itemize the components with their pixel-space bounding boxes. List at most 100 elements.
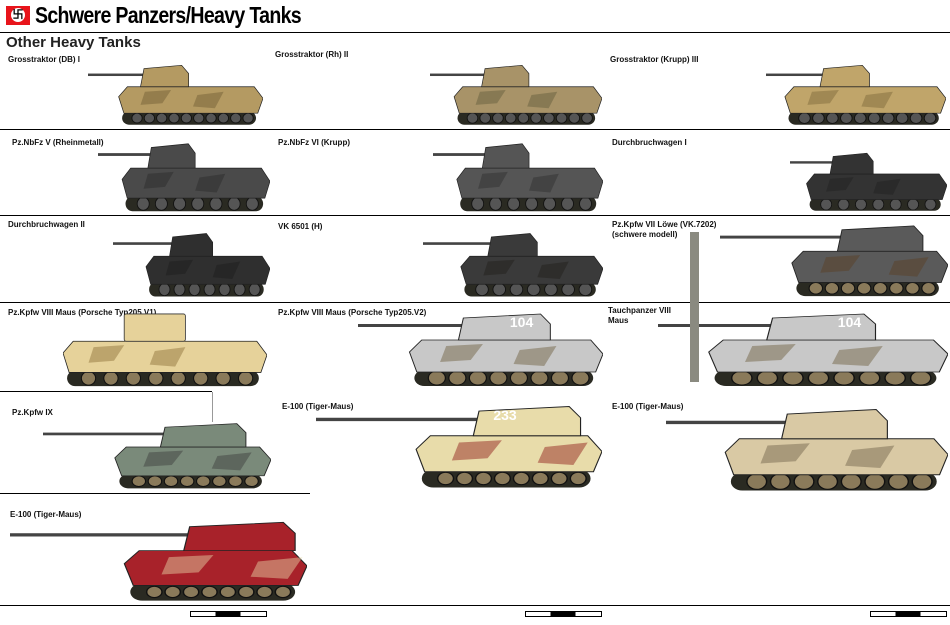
snorkel [690, 232, 699, 382]
road-wheel [561, 282, 575, 297]
tank-marking: 104 [837, 314, 862, 330]
road-wheel [826, 112, 839, 124]
road-wheel [131, 475, 147, 487]
turret [183, 521, 296, 552]
gun [358, 324, 465, 327]
hull [708, 339, 948, 373]
tank-name-line2: (schwere modell) [612, 230, 678, 239]
road-wheel [479, 112, 491, 124]
road-wheel [840, 282, 856, 295]
road-wheel [475, 282, 489, 297]
tank-name: Pz.Kpfw IX [12, 408, 53, 417]
tank-label: Grosstraktor (Krupp) III [610, 55, 698, 65]
turret [457, 313, 551, 341]
road-wheel [191, 196, 205, 211]
road-wheel [173, 282, 186, 297]
tank-label: Grosstraktor (DB) I [8, 55, 80, 65]
road-wheel [195, 475, 211, 487]
road-wheel [840, 473, 862, 490]
road-wheel [550, 370, 570, 386]
road-wheel [793, 473, 815, 490]
gun [790, 161, 834, 164]
hull [408, 339, 603, 373]
tank-illustration [666, 405, 948, 495]
road-wheel [193, 112, 205, 124]
road-wheel [512, 471, 530, 486]
tank-name: Pz.Kpfw VII Löwe (VK.7202) [612, 220, 717, 229]
gun [766, 73, 825, 77]
turret [481, 143, 530, 169]
road-wheel [242, 112, 254, 124]
tank-illustration [10, 518, 307, 605]
road-wheel [905, 282, 920, 295]
hull [123, 550, 307, 586]
road-wheel [769, 473, 791, 490]
road-wheel [158, 282, 171, 297]
camo [745, 344, 796, 362]
hull [114, 446, 271, 477]
road-wheel [103, 370, 119, 386]
gun [430, 73, 486, 77]
tank-name: E-100 (Tiger-Maus) [10, 510, 82, 519]
road-wheel [131, 112, 143, 124]
hull [118, 86, 263, 114]
tank-illustration [433, 140, 603, 215]
road-wheel [550, 471, 568, 486]
road-wheel [544, 282, 558, 297]
road-wheel [248, 282, 261, 297]
camo [820, 255, 861, 273]
hull [63, 340, 267, 373]
tank-illustration [63, 312, 267, 390]
tank-label: E-100 (Tiger-Maus) [10, 510, 81, 520]
turret [819, 64, 870, 88]
road-wheel [907, 198, 919, 211]
tank-label: E-100 (Tiger-Maus) [612, 402, 683, 412]
road-wheel [561, 196, 574, 211]
tank-illustration [88, 62, 263, 128]
tank-label: E-100 (Tiger-Maus) [282, 402, 353, 412]
gun [423, 242, 493, 245]
camo [478, 171, 508, 189]
road-wheel [228, 475, 243, 487]
camo [143, 450, 184, 467]
road-wheel [245, 196, 259, 211]
road-wheel [219, 585, 237, 599]
turret [780, 409, 888, 440]
road-wheel [509, 282, 524, 297]
gun [113, 242, 174, 245]
road-wheel [889, 198, 902, 211]
road-wheel [911, 473, 933, 490]
hull [460, 255, 603, 285]
road-wheel [782, 370, 804, 386]
road-wheel [817, 473, 839, 490]
camo [143, 171, 174, 189]
gun [658, 324, 774, 327]
road-wheel [833, 370, 855, 386]
road-wheel [526, 282, 541, 297]
tank-name: E-100 (Tiger-Maus) [612, 402, 684, 411]
road-wheel [808, 282, 824, 295]
tank-label: VK 6501 (H) [278, 222, 322, 232]
camo [826, 177, 854, 192]
gun [433, 153, 487, 156]
camo [140, 90, 172, 105]
tank-name: Grosstraktor (DB) I [8, 55, 81, 64]
tank-name: Grosstraktor (Krupp) III [610, 55, 699, 64]
tank-illustration [113, 230, 270, 300]
road-wheel [274, 585, 292, 599]
gun [10, 533, 192, 537]
road-wheel [164, 585, 182, 599]
road-wheel [531, 471, 549, 486]
hull [121, 167, 270, 199]
camo [451, 440, 502, 461]
turret [159, 423, 247, 448]
gun [43, 432, 167, 436]
road-wheel [493, 471, 512, 486]
hull [415, 435, 602, 473]
tank-name: Pz.Kpfw VIII Maus (Porsche Typ205.V1) [8, 308, 157, 317]
road-wheel [820, 198, 833, 211]
road-wheel [840, 112, 853, 124]
road-wheel [209, 196, 223, 211]
road-wheel [244, 475, 259, 487]
